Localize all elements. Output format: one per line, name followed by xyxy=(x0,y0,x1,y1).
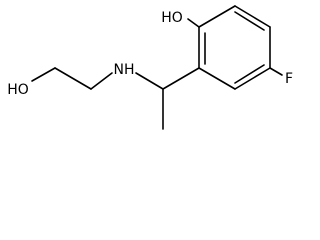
phenol-o-bond xyxy=(187,18,200,28)
ring-bond-2 xyxy=(234,5,271,28)
molecule-structure: HO F NH HO xyxy=(7,5,293,130)
atom-labels: HO F NH HO xyxy=(7,10,293,98)
fluorine-label: F xyxy=(285,71,293,87)
amine-nh-label: NH xyxy=(114,62,135,78)
methine-to-nh-bond xyxy=(135,72,164,90)
ring-bond-4 xyxy=(234,67,271,90)
fluorine-bond xyxy=(269,67,283,76)
ring-double-bond-bottom xyxy=(234,64,265,84)
nh-to-ch2-bond xyxy=(90,72,113,90)
chain-oh-label: HO xyxy=(7,82,29,98)
ch2-ch2-bond xyxy=(54,67,92,90)
phenol-oh-label: HO xyxy=(161,10,183,26)
bonds xyxy=(31,5,283,130)
ch2-to-oh-bond xyxy=(31,67,56,82)
ring-bond-5 xyxy=(198,67,236,90)
ring-double-bond-top xyxy=(234,11,265,31)
ring-bond-1 xyxy=(198,5,236,28)
ring-to-methine-bond xyxy=(162,67,200,90)
